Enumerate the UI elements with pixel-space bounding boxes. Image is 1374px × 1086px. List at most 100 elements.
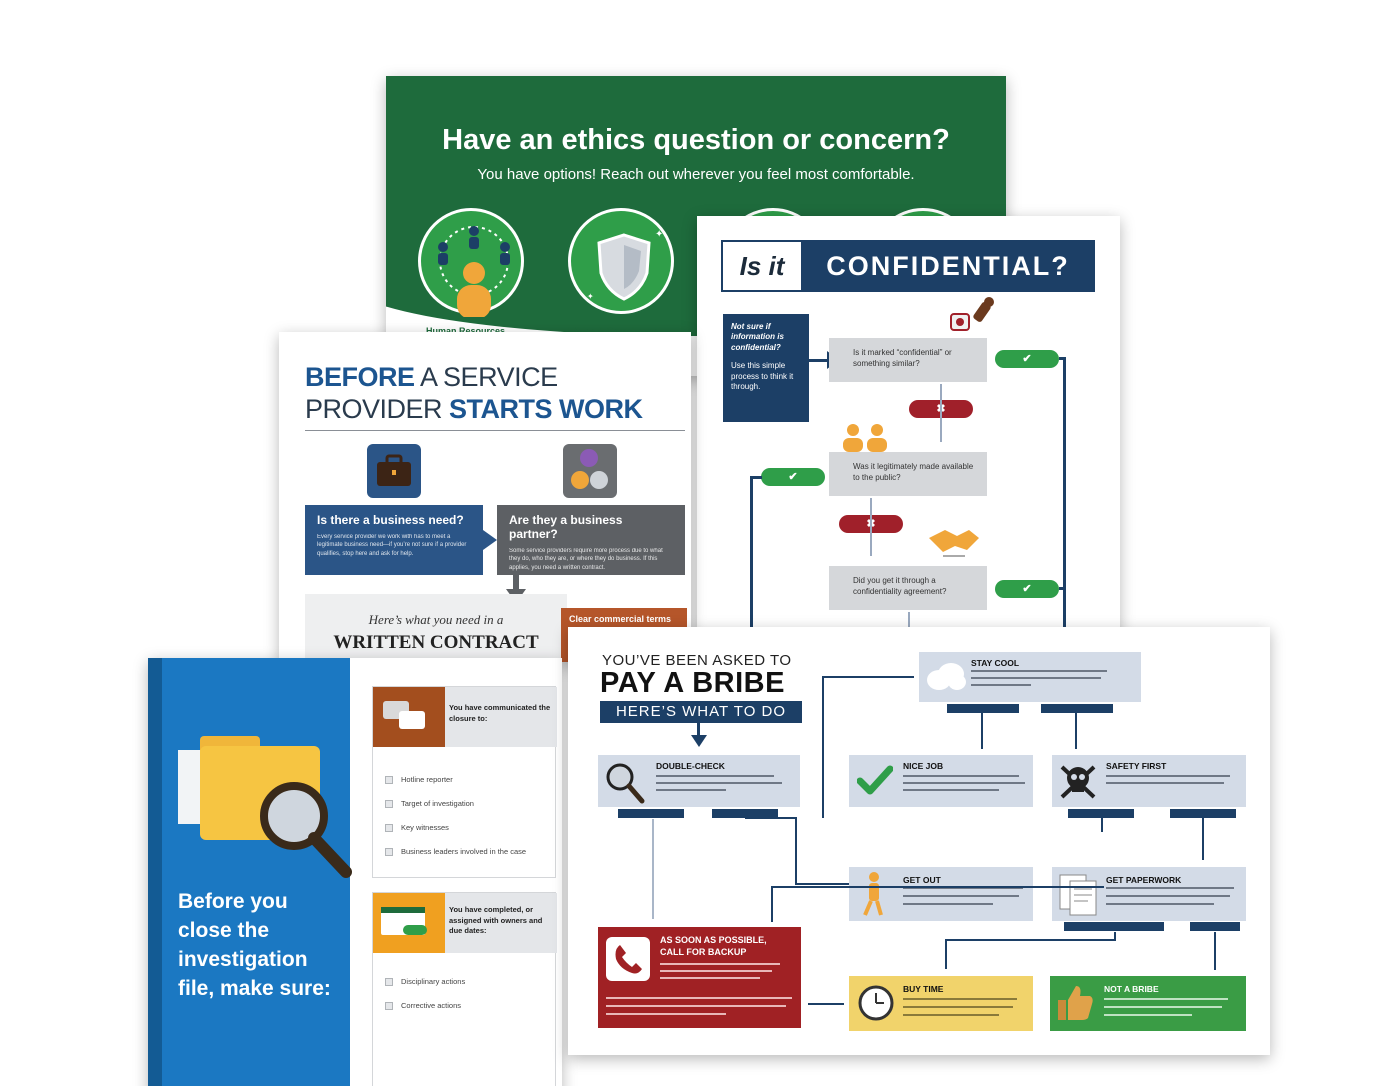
section-heading: You have communicated the closure to: <box>449 703 551 723</box>
connector <box>697 723 700 737</box>
step-nice-job: NICE JOB <box>849 755 1033 807</box>
step-get-paperwork: GET PAPERWORK <box>1052 867 1246 921</box>
connector <box>1114 932 1116 941</box>
yes-check-pill: ✔ <box>761 468 825 486</box>
step-text-line <box>903 903 993 905</box>
step-heading: NICE JOB <box>903 761 944 771</box>
step-text-line <box>1106 782 1224 784</box>
bribe-line-2: PAY A BRIBE <box>600 667 785 699</box>
checklist-item: Business leaders involved in the case <box>385 847 526 857</box>
ethics-option-label: Human Resources <box>426 326 506 336</box>
connector <box>1202 818 1204 860</box>
step-get-out: GET OUT <box>849 867 1033 921</box>
step-tab <box>712 809 778 818</box>
step-tab <box>1068 809 1134 818</box>
ethics-subtitle: You have options! Reach out wherever you… <box>477 166 915 183</box>
handshake-icon <box>929 530 979 557</box>
connector <box>745 817 797 819</box>
panel-text: Some service providers require more proc… <box>509 548 663 571</box>
skull-icon <box>1060 765 1096 799</box>
connector <box>1214 932 1216 970</box>
connector <box>1059 357 1065 360</box>
panel-text: Every service provider we work with has … <box>317 534 467 557</box>
step-text-line <box>903 775 1019 777</box>
connector <box>771 888 773 922</box>
arrow-right-icon <box>483 530 497 550</box>
checkbox-icon <box>385 824 393 833</box>
connector <box>795 883 849 885</box>
briefcase-icon <box>367 444 421 498</box>
intro-heading: Not sure if information is confidential? <box>731 322 784 352</box>
title-bold: STARTS WORK <box>449 393 643 424</box>
question-box: Did you get it through a confidentiality… <box>829 566 987 610</box>
divider <box>305 430 685 431</box>
svg-text:✦: ✦ <box>655 229 663 240</box>
checklist-label: Hotline reporter <box>401 775 453 784</box>
step-buy-time: BUY TIME <box>849 976 1033 1031</box>
people-icon <box>843 424 887 452</box>
partner-icon <box>563 444 617 498</box>
step-stay-cool: STAY COOL <box>919 652 1141 702</box>
section-header: You have communicated the closure to: <box>373 687 557 747</box>
people-network-icon <box>418 208 524 317</box>
step-text-line <box>656 782 782 784</box>
step-text-line <box>1106 887 1234 889</box>
step-text-line <box>1104 1014 1192 1016</box>
checkbox-icon <box>385 776 393 785</box>
stamp-icon <box>950 297 994 331</box>
calendar-icon <box>373 893 445 953</box>
folder-search-icon <box>178 736 352 878</box>
bribe-poster: YOU’VE BEEN ASKED TO PAY A BRIBE HERE’S … <box>568 627 1270 1055</box>
step-text-line <box>1106 775 1230 777</box>
checklist-item: Corrective actions <box>385 1001 462 1011</box>
bribe-line-1: YOU’VE BEEN ASKED TO <box>602 652 792 669</box>
title-word: CONFIDENTIAL? <box>801 242 1095 290</box>
chat-bubbles-icon <box>373 687 445 747</box>
investigation-headline: Before you close the investigation file,… <box>178 890 331 1000</box>
yes-check-pill: ✔ <box>995 350 1059 368</box>
contract-panel: Here’s what you need in a WRITTEN CONTRA… <box>305 594 567 662</box>
section-header: You have completed, or assigned with own… <box>373 893 557 953</box>
connector <box>1063 357 1066 656</box>
step-heading: STAY COOL <box>971 658 1020 668</box>
checkbox-icon <box>385 1002 393 1011</box>
checkbox-icon <box>385 978 393 987</box>
checkbox-icon <box>385 800 393 809</box>
checklist-label: Key witnesses <box>401 823 449 832</box>
checklist-label: Disciplinary actions <box>401 977 466 986</box>
step-text-line <box>660 977 760 979</box>
step-text-line <box>1104 1006 1222 1008</box>
documents-icon <box>1059 874 1097 916</box>
step-text-line <box>903 998 1017 1000</box>
clock-icon <box>858 985 894 1021</box>
shield-icon: ✦ ✦ <box>568 208 674 314</box>
panel-heading: Is there a business need? <box>317 513 464 527</box>
connector <box>940 384 942 442</box>
step-text-line <box>971 684 1031 686</box>
checkbox-icon <box>385 848 393 857</box>
checklist-item: Hotline reporter <box>385 775 453 785</box>
checkmark-icon <box>857 765 893 795</box>
bribe-line-3: HERE’S WHAT TO DO <box>600 701 802 723</box>
checklist-item: Target of investigation <box>385 799 474 809</box>
step-heading: GET PAPERWORK <box>1106 875 1182 885</box>
connector <box>945 939 1115 941</box>
title-prefix: Is it <box>739 251 785 281</box>
closure-section: You have communicated the closure to: Ho… <box>372 686 557 878</box>
step-text-line <box>903 895 1019 897</box>
step-heading: GET OUT <box>903 875 941 885</box>
step-heading: DOUBLE-CHECK <box>656 761 725 771</box>
ethics-poster: Have an ethics question or concern? You … <box>386 76 1006 376</box>
svg-text:✦: ✦ <box>587 292 594 301</box>
step-safety-first: SAFETY FIRST <box>1052 755 1246 807</box>
backup-title: CALL FOR BACKUP <box>660 947 747 957</box>
connector <box>808 1003 844 1005</box>
investigation-blue-panel <box>148 658 350 1086</box>
business-partner-panel: Are they a business partner? Some servic… <box>497 505 685 575</box>
step-text-line <box>606 1005 786 1007</box>
ethics-title: Have an ethics question or concern? <box>442 124 950 156</box>
checklist-label: Corrective actions <box>401 1001 462 1010</box>
confidential-poster: Is it CONFIDENTIAL? Not sure if informat… <box>697 216 1120 656</box>
connector <box>795 817 797 883</box>
